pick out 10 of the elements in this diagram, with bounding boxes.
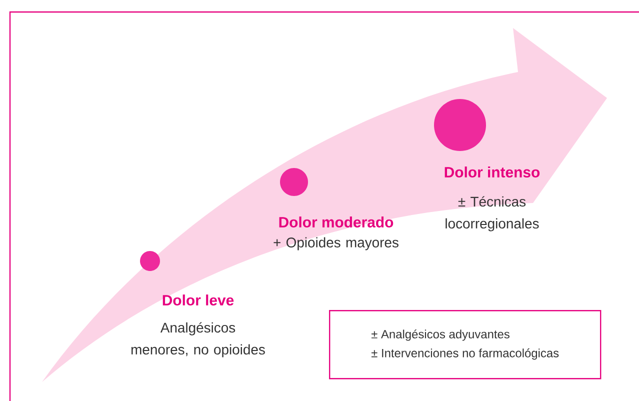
stage-heading: Dolor intenso [444, 166, 540, 178]
stage-description: + Opioides mayores [274, 237, 398, 250]
circle-marker [280, 168, 308, 196]
stage-description: Analgésicos menores, no opioides [131, 322, 265, 358]
circle-marker [434, 99, 486, 151]
stage-heading: Dolor moderado [279, 216, 394, 228]
circle-marker [140, 251, 160, 271]
note-box: ± Analgésicos adyuvantes ± Intervenciones no farmacológicas [329, 310, 602, 380]
stage-description: ± Técnicas locorregionales [446, 196, 539, 232]
stage-heading: Dolor leve [162, 294, 234, 306]
